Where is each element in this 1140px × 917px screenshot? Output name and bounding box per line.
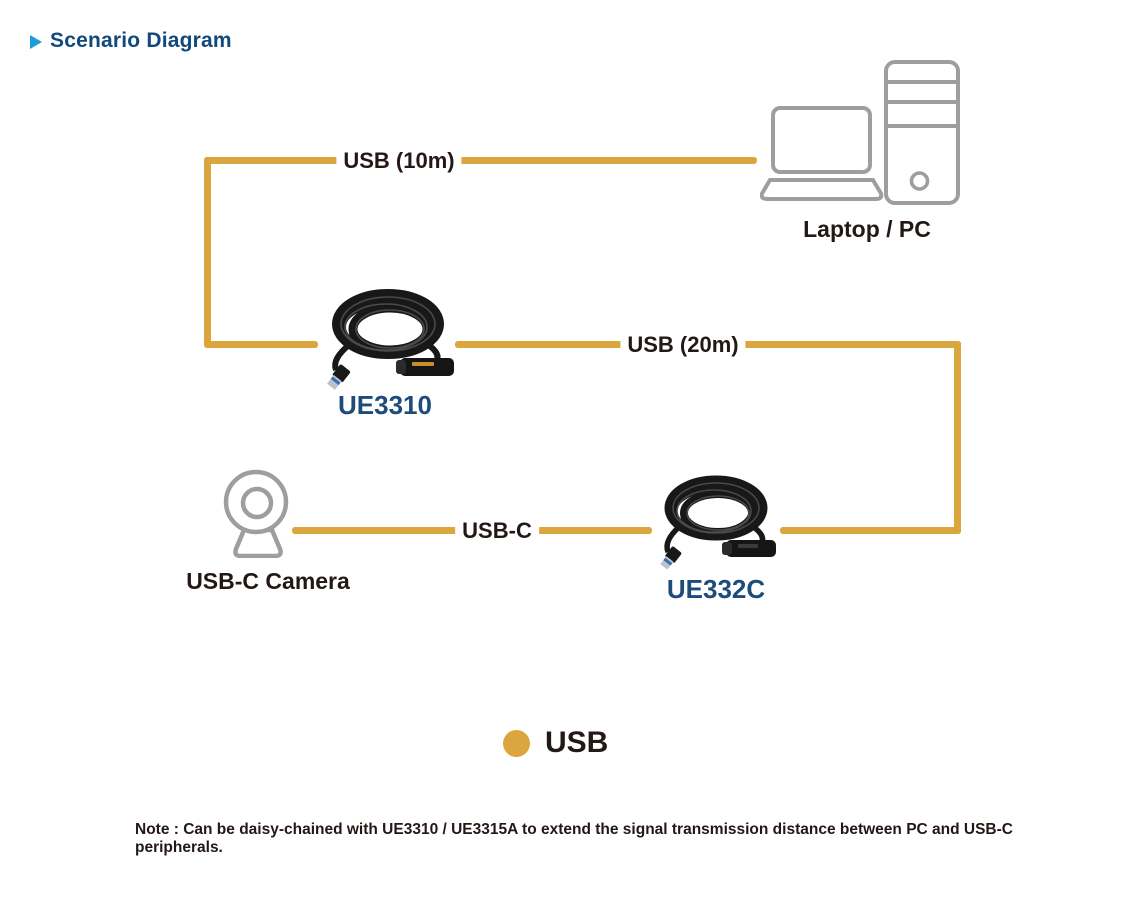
page-title: Scenario Diagram (50, 29, 232, 52)
cable-usb10m-top (204, 157, 757, 164)
device-label-ue332c: UE332C (666, 574, 766, 604)
laptop-pc-icon (760, 60, 960, 205)
device-laptop-pc (760, 55, 965, 205)
usb-extender-cable-icon (327, 289, 454, 390)
usb-legend-dot-icon (503, 729, 530, 757)
usbc-extender-cable-icon (660, 475, 776, 570)
cable-usb20m-to-ue332c (780, 527, 961, 534)
device-label-usbc-camera: USB-C Camera (186, 568, 350, 594)
arrow-bullet-icon (30, 34, 42, 49)
legend: USB (503, 726, 608, 760)
webcam-icon (223, 469, 289, 558)
device-usbc-camera (218, 466, 298, 558)
device-label-laptop-pc: Laptop / PC (803, 216, 931, 242)
cable-label-usb-10m: USB (10m) (336, 148, 462, 174)
device-label-ue3310: UE3310 (338, 390, 432, 420)
footnote: Note : Can be daisy-chained with UE3310 … (135, 821, 1013, 856)
cable-label-usb-20m: USB (20m) (620, 332, 746, 358)
cable-label-usb-c: USB-C (455, 518, 539, 544)
legend-label: USB (545, 726, 609, 759)
cable-usb20m-vertical (954, 341, 961, 534)
device-ue332c (646, 470, 780, 572)
section-header: Scenario Diagram (30, 29, 232, 53)
device-ue3310 (312, 282, 458, 392)
cable-usb10m-to-ue3310 (204, 341, 318, 348)
cable-usb10m-vertical (204, 157, 211, 348)
